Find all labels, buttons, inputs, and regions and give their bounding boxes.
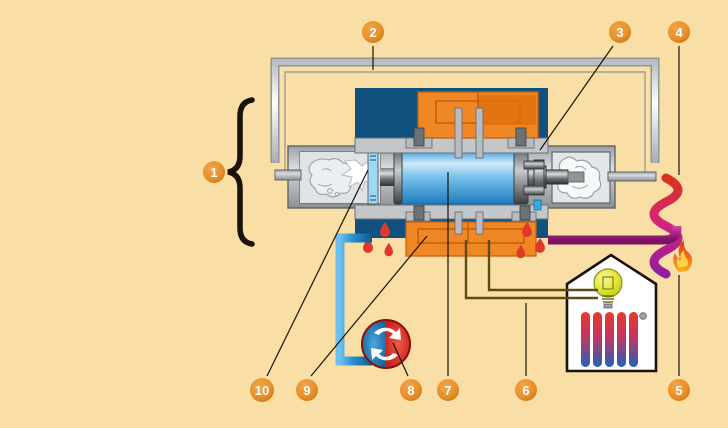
radiator-valve — [639, 312, 647, 320]
engine-block — [274, 88, 657, 259]
callout-8[interactable]: 8 — [400, 379, 422, 401]
callout-badge-circle — [668, 379, 690, 401]
rotation-arrow-top — [374, 327, 401, 340]
expansion-chamber-left — [299, 151, 381, 204]
power-piston — [393, 151, 529, 205]
callout-4[interactable]: 4 — [668, 21, 690, 43]
callout-number: 4 — [675, 25, 683, 40]
callout-6[interactable]: 6 — [515, 379, 537, 401]
callout-badge-circle — [250, 378, 274, 402]
callout-badge-circle — [362, 21, 384, 43]
callout-badges: 1 2 3 4 5 6 7 8 9 10 — [203, 21, 690, 402]
rotation-arrow-bottom — [371, 348, 398, 361]
callout-number: 6 — [522, 383, 529, 398]
callout-number: 10 — [255, 383, 269, 398]
assembly-brace — [227, 97, 255, 247]
callout-badge-circle — [203, 161, 225, 183]
burner-flame — [673, 240, 693, 272]
electric-wire — [464, 240, 598, 300]
leader-line-8 — [392, 342, 409, 377]
radiator — [581, 312, 647, 367]
leader-line-9 — [310, 235, 428, 377]
callout-number: 7 — [444, 383, 451, 398]
callout-number: 5 — [675, 383, 682, 398]
gas-circuit-loop — [270, 57, 660, 175]
callout-9[interactable]: 9 — [296, 379, 318, 401]
support-post — [475, 107, 484, 159]
lower-flange — [354, 204, 549, 220]
callout-3[interactable]: 3 — [609, 21, 631, 43]
gas-port-left — [274, 169, 302, 181]
circulation-pump[interactable] — [361, 319, 411, 369]
callout-badge-circle — [668, 21, 690, 43]
heater-supply-pipe — [548, 226, 682, 245]
leader-line-10 — [266, 169, 369, 377]
gas-port-right — [607, 171, 657, 182]
callout-number: 9 — [303, 383, 310, 398]
callout-10[interactable]: 10 — [250, 378, 274, 402]
callout-2[interactable]: 2 — [362, 21, 384, 43]
callout-badge-circle — [609, 21, 631, 43]
heater-coil — [649, 173, 683, 279]
callout-badge-circle — [437, 379, 459, 401]
coil-winding-bottom — [405, 221, 537, 257]
callout-badge-circle — [400, 379, 422, 401]
light-bulb — [593, 268, 623, 309]
leader-lines — [266, 45, 680, 377]
cooling-water-droplets — [363, 222, 545, 259]
support-post — [454, 107, 463, 159]
callout-badge-circle — [296, 379, 318, 401]
callout-number: 2 — [369, 25, 376, 40]
callout-7[interactable]: 7 — [437, 379, 459, 401]
leader-line-3 — [539, 45, 614, 151]
cold-water-pipe — [335, 233, 582, 366]
displacer-piston-rod — [523, 159, 585, 196]
callout-number: 3 — [616, 25, 623, 40]
callout-1[interactable]: 1 — [203, 161, 225, 183]
callout-badge-circle — [515, 379, 537, 401]
callout-number: 8 — [407, 383, 414, 398]
cold-gas-cloud — [308, 157, 356, 198]
callout-number: 1 — [210, 165, 217, 180]
callout-5[interactable]: 5 — [668, 379, 690, 401]
